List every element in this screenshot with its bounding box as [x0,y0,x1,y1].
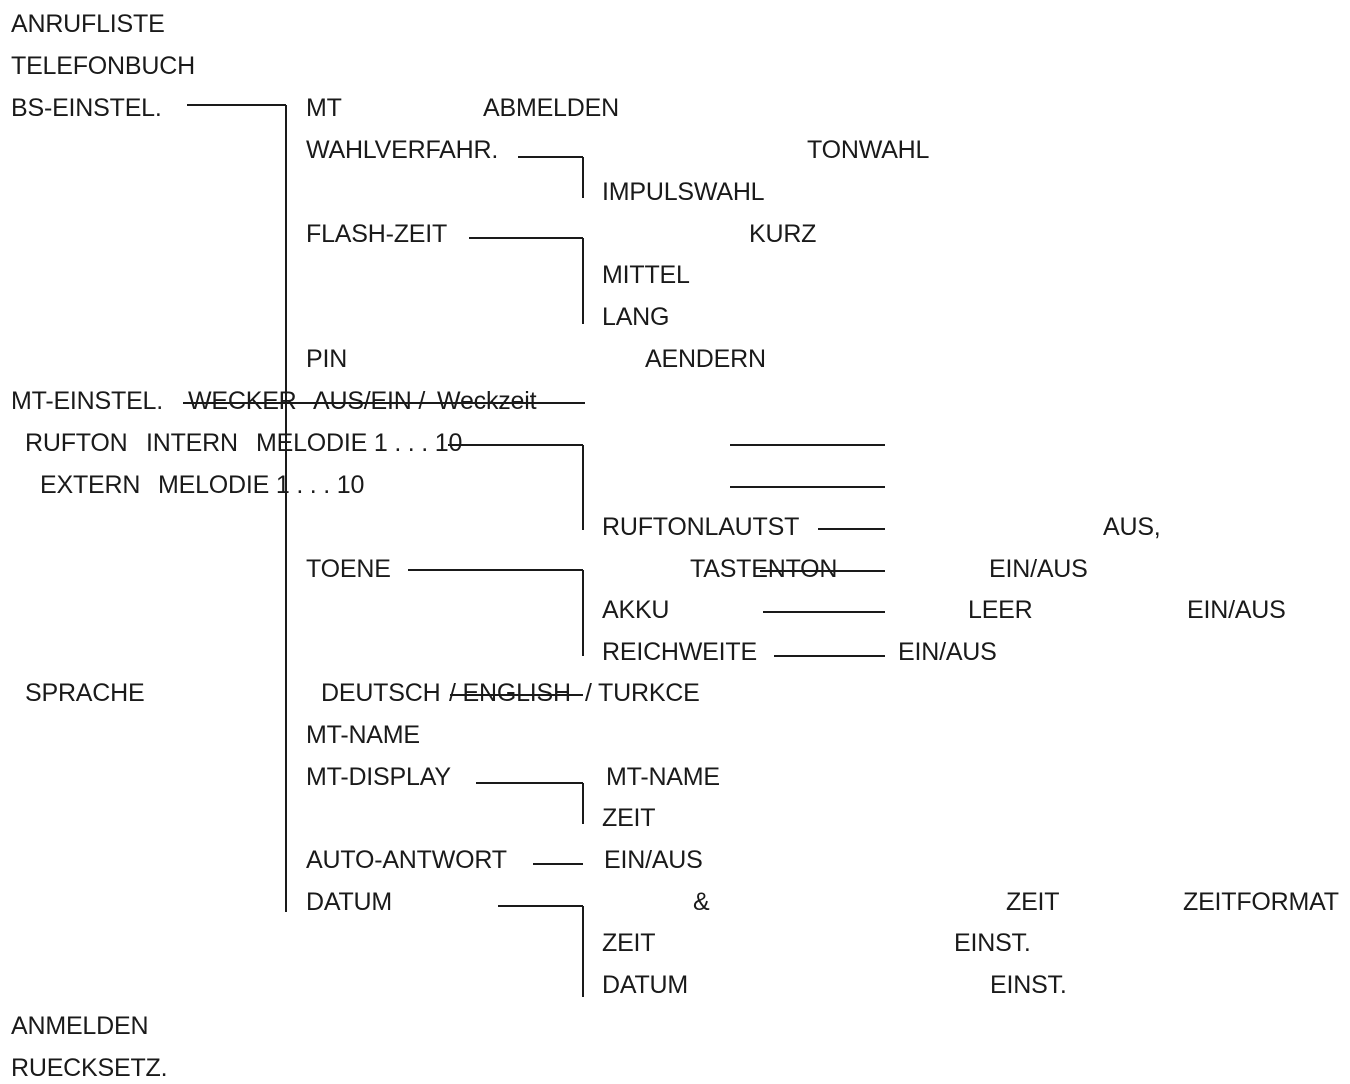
mt-turkce: / TURKCE [585,679,700,707]
menu-bs-einstel: BS-EINSTEL. [11,94,162,122]
mt-auto-ein-aus: EIN/AUS [604,846,703,874]
bs-aendern: AENDERN [645,345,766,373]
bs-flash-zeit: FLASH-ZEIT [306,220,448,248]
mt-name: MT-NAME [306,721,420,749]
mt-akku: AKKU [602,596,670,624]
mt-deutsch: DEUTSCH [321,679,441,707]
mt-datum-sub: DATUM [602,971,689,999]
mt-display-zeit: ZEIT [602,804,656,832]
mt-display-mt-name: MT-NAME [606,763,720,791]
bs-lang: LANG [602,303,670,331]
mt-intern-melodie: MELODIE 1 . . . 10 [256,429,463,457]
mt-leer: LEER [968,596,1033,624]
bs-abmelden: ABMELDEN [483,94,619,122]
mt-wecker: WECKER [188,387,297,415]
mt-english: / ENGLISH [449,679,571,707]
menu-telefonbuch: TELEFONBUCH [11,52,195,80]
bs-pin: PIN [306,345,348,373]
mt-rufton: RUFTON [25,429,128,457]
mt-weckzeit: Weckzeit [437,387,537,415]
mt-aus-komma: AUS, [1103,513,1161,541]
menu-anrufliste: ANRUFLISTE [11,10,165,38]
bs-mt: MT [306,94,342,122]
mt-tastenton-ein-aus: EIN/AUS [989,555,1088,583]
menu-mt-einstel: MT-EINSTEL. [11,387,163,415]
menu-ruecksetz: RUECKSETZ. [11,1054,168,1082]
mt-intern: INTERN [146,429,238,457]
mt-tastenton: TASTENTON [690,555,838,583]
mt-extern-melodie: MELODIE 1 . . . 10 [158,471,365,499]
mt-extern: EXTERN [40,471,141,499]
mt-zeit-sub: ZEIT [602,929,656,957]
menu-anmelden: ANMELDEN [11,1012,149,1040]
bs-mittel: MITTEL [602,261,690,289]
mt-ruftonlautst: RUFTONLAUTST [602,513,800,541]
mt-einst-1: EINST. [954,929,1031,957]
mt-ampersand: & [693,888,710,916]
mt-datum: DATUM [306,888,393,916]
mt-toene: TOENE [306,555,391,583]
mt-aus-ein: AUS/EIN / [313,387,426,415]
mt-zeitformat: ZEITFORMAT [1183,888,1339,916]
mt-reichweite: REICHWEITE [602,638,757,666]
mt-zeit-header: ZEIT [1006,888,1060,916]
bs-tonwahl: TONWAHL [807,136,930,164]
bs-impulswahl: IMPULSWAHL [602,178,765,206]
mt-einst-2: EINST. [990,971,1067,999]
bs-wahlverfahr: WAHLVERFAHR. [306,136,499,164]
mt-display: MT-DISPLAY [306,763,451,791]
bs-kurz: KURZ [749,220,817,248]
mt-auto-antwort: AUTO-ANTWORT [306,846,507,874]
mt-sprache: SPRACHE [25,679,145,707]
mt-reichweite-ein-aus: EIN/AUS [898,638,997,666]
mt-akku-ein-aus: EIN/AUS [1187,596,1286,624]
